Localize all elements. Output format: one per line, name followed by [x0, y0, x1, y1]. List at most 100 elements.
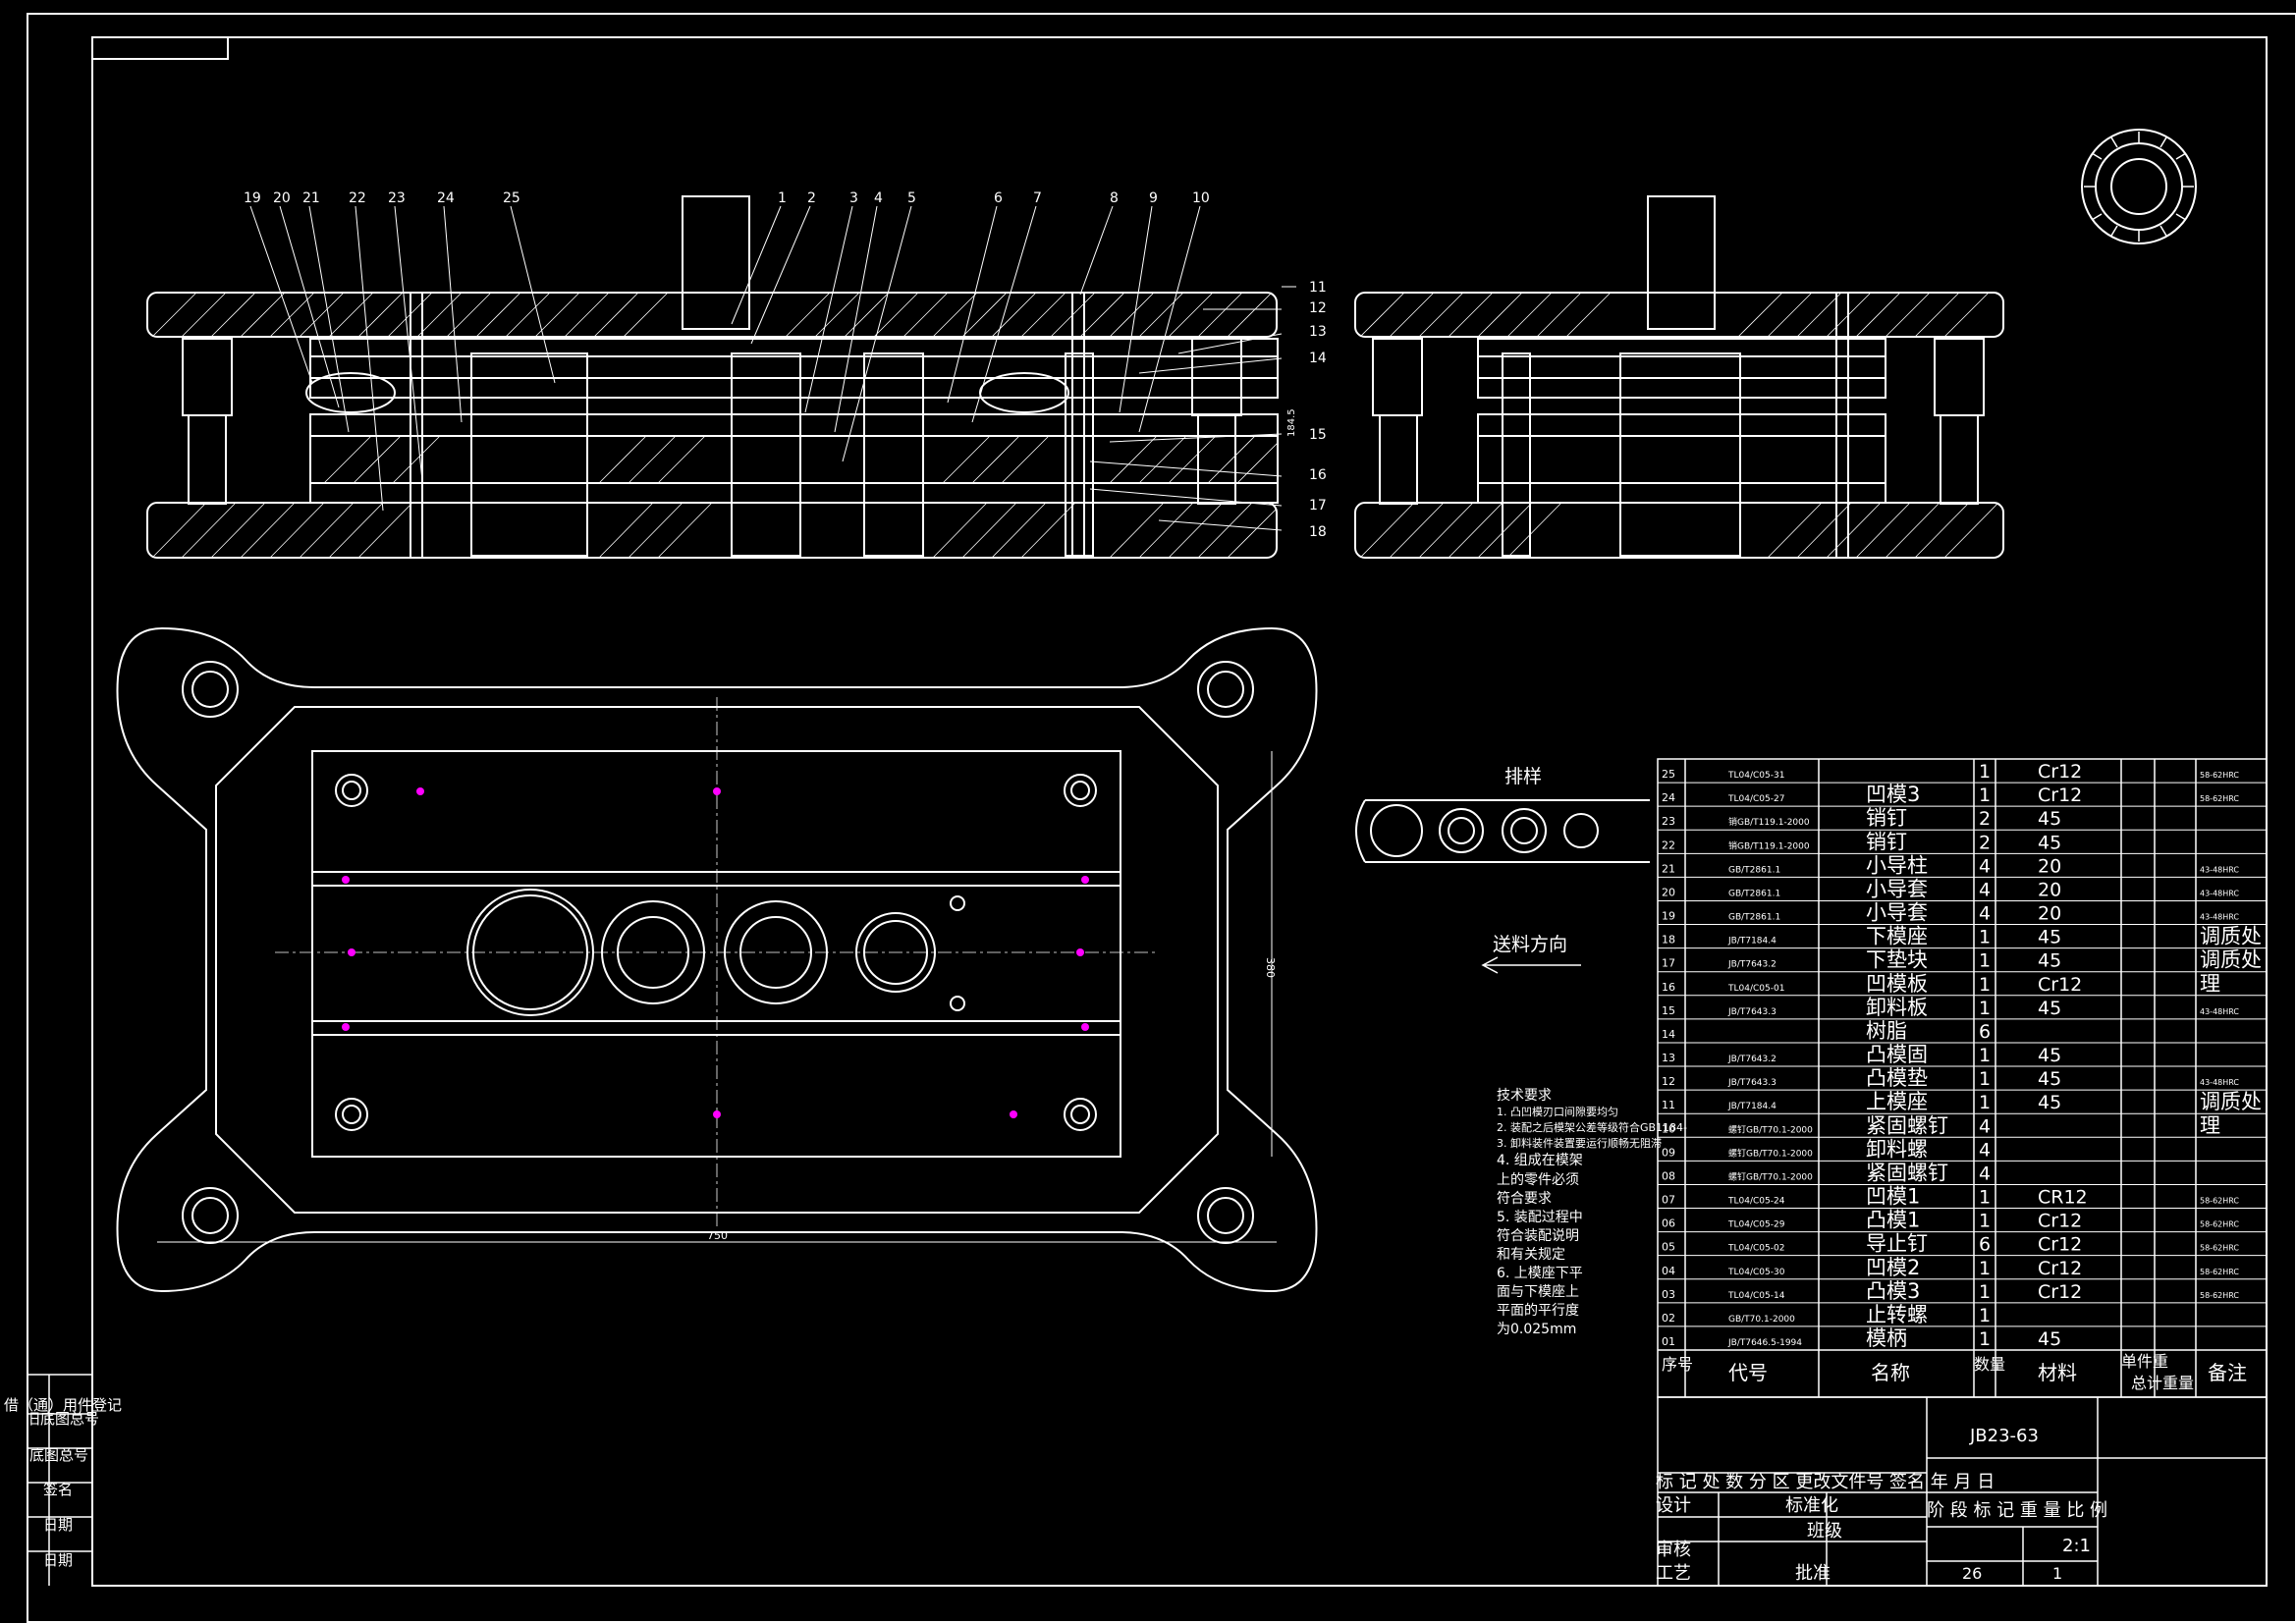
- bom-cell-remark: 58-62HRC: [2200, 1197, 2239, 1206]
- callout-3: 3: [849, 190, 858, 206]
- tech-req-line: 3. 卸料装件装置要运行顺畅无阻滞: [1497, 1136, 1662, 1150]
- bom-header: 序号 代号 名称 数量 材料 单件重 总计重量 备注: [1662, 1352, 2247, 1392]
- callout-12: 12: [1309, 300, 1327, 316]
- bom-cell-qty: 1: [1979, 1211, 1991, 1232]
- bom-cell-remark: 43-48HRC: [2200, 913, 2239, 922]
- bom-cell-qty: 4: [1979, 1163, 1991, 1184]
- bom-cell-name: 凸模垫: [1866, 1066, 1928, 1090]
- bom-cell-no: 20: [1662, 886, 1675, 898]
- callout-19: 19: [244, 190, 261, 206]
- bom-cell-qty: 2: [1979, 808, 1991, 830]
- bom-cell-material: 45: [2038, 1045, 2061, 1066]
- tech-req-line: 符合要求: [1497, 1191, 1552, 1207]
- bom-cell-material: 20: [2038, 879, 2061, 900]
- bom-cell-no: 14: [1662, 1028, 1675, 1041]
- bom-cell-material: 45: [2038, 1068, 2061, 1090]
- tech-req-line: 4. 组成在模架: [1497, 1153, 1583, 1168]
- tech-req-line: 5. 装配过程中: [1497, 1210, 1583, 1225]
- strip-layout-title: 排样: [1504, 766, 1542, 787]
- bom-cell-qty: 1: [1979, 1045, 1991, 1066]
- bom-cell-code: TL04/C05-31: [1727, 771, 1784, 781]
- bom-cell-qty: 6: [1979, 1234, 1991, 1256]
- bom-header-total-wt: 总计重量: [2131, 1374, 2194, 1392]
- callout-13: 13: [1309, 324, 1327, 340]
- bom-cell-no: 19: [1662, 910, 1675, 923]
- bom-cell-material: CR12: [2038, 1187, 2088, 1209]
- tech-req-line: 6. 上模座下平: [1497, 1266, 1583, 1281]
- bom-cell-qty: 1: [1979, 1281, 1991, 1303]
- binding-label-2: 底图总号: [29, 1446, 88, 1464]
- tech-req-line: 符合装配说明: [1497, 1228, 1579, 1244]
- bom-cell-no: 12: [1662, 1075, 1675, 1088]
- bom-cell-no: 03: [1662, 1288, 1675, 1301]
- bom-cell-code: JB/T7643.3: [1727, 1078, 1777, 1088]
- callout-20: 20: [273, 190, 291, 206]
- rev-headers: 标 记 处 数 分 区 更改文件号 签名 年 月 日: [1656, 1472, 1995, 1492]
- bom-cell-name: 卸料板: [1866, 996, 1928, 1019]
- bom-cell-qty: 1: [1979, 1092, 1991, 1113]
- bom-cell-code: TL04/C05-02: [1727, 1244, 1784, 1254]
- bom-cell-code: TL04/C05-24: [1727, 1197, 1785, 1207]
- plan-centerlines: [275, 697, 1159, 1227]
- binding-label-5: 日期: [43, 1551, 73, 1569]
- bom-cell-remark: 调质处: [2200, 948, 2262, 972]
- dim-stack-height: 184.5: [1286, 408, 1297, 437]
- bom-cell-material: Cr12: [2038, 761, 2082, 783]
- bom-cell-qty: 1: [1979, 927, 1991, 948]
- bom-cell-code: JB/T7646.5-1994: [1727, 1338, 1802, 1348]
- bom-cell-qty: 1: [1979, 761, 1991, 783]
- bom-cell-qty: 1: [1979, 1258, 1991, 1279]
- bom-cell-no: 23: [1662, 815, 1675, 828]
- bom-cell-name: 下垫块: [1866, 948, 1928, 972]
- bom-cell-no: 13: [1662, 1052, 1675, 1064]
- bom-cell-qty: 4: [1979, 1115, 1991, 1137]
- binding-column: [27, 1374, 92, 1586]
- bom-cell-material: Cr12: [2038, 1211, 2082, 1232]
- tech-req-line: 面与下模座上: [1497, 1284, 1579, 1300]
- bom-cell-qty: 4: [1979, 855, 1991, 877]
- bom-cell-remark: 43-48HRC: [2200, 865, 2239, 874]
- binding-label-3: 签名: [43, 1481, 73, 1498]
- callout-6: 6: [994, 190, 1003, 206]
- approve-label: 批准: [1795, 1563, 1831, 1584]
- bom-cell-remark: 43-48HRC: [2200, 889, 2239, 897]
- bom-cell-name: 止转螺: [1866, 1303, 1928, 1326]
- strip-layout: [1355, 799, 1650, 863]
- bom-cell-material: 45: [2038, 927, 2061, 948]
- bom-cell-material: 20: [2038, 903, 2061, 925]
- section-hatching: [151, 292, 1279, 559]
- bom-cell-name: 销钉: [1866, 806, 1907, 830]
- bom-cell-name: 凹模板: [1866, 972, 1928, 996]
- bom-cell-name: 凸模1: [1866, 1209, 1920, 1232]
- bom-cell-no: 07: [1662, 1194, 1675, 1207]
- bom-cell-remark: 58-62HRC: [2200, 1268, 2239, 1276]
- bom-cell-no: 09: [1662, 1146, 1675, 1159]
- stage-headers: 阶 段 标 记 重 量 比 例: [1927, 1500, 2107, 1521]
- bom-cell-remark: 58-62HRC: [2200, 794, 2239, 803]
- bom-cell-name: 小导套: [1866, 877, 1928, 900]
- callout-5: 5: [907, 190, 916, 206]
- bom-cell-code: 螺钉GB/T70.1-2000: [1728, 1124, 1813, 1135]
- bom-header-qty: 数量: [1974, 1355, 2005, 1374]
- bom-cell-qty: 1: [1979, 974, 1991, 996]
- bom-cell-code: JB/T7643.2: [1727, 960, 1777, 970]
- bom-cell-no: 01: [1662, 1335, 1675, 1348]
- bom-cell-remark: 58-62HRC: [2200, 1291, 2239, 1300]
- bom-cell-no: 04: [1662, 1265, 1675, 1277]
- bom-cell-name: 凸模3: [1866, 1279, 1920, 1303]
- bom-cell-qty: 1: [1979, 1305, 1991, 1326]
- bom-cell-no: 05: [1662, 1241, 1675, 1254]
- bom-cell-qty: 1: [1979, 784, 1991, 806]
- callout-11: 11: [1309, 280, 1327, 296]
- bom-cell-name: 导止钉: [1866, 1232, 1928, 1256]
- bom-cell-name: 凹模1: [1866, 1185, 1920, 1209]
- part-detail-teeth: [2084, 132, 2194, 242]
- bom-header-code: 代号: [1728, 1361, 1768, 1384]
- bom-cell-remark: 理: [2200, 972, 2220, 996]
- process-label: 工艺: [1656, 1563, 1691, 1584]
- bom-cell-material: 45: [2038, 1092, 2061, 1113]
- side-hatching: [1359, 292, 1999, 559]
- bom-cell-name: 卸料螺: [1866, 1137, 1928, 1161]
- bom-cell-name: 上模座: [1866, 1090, 1928, 1113]
